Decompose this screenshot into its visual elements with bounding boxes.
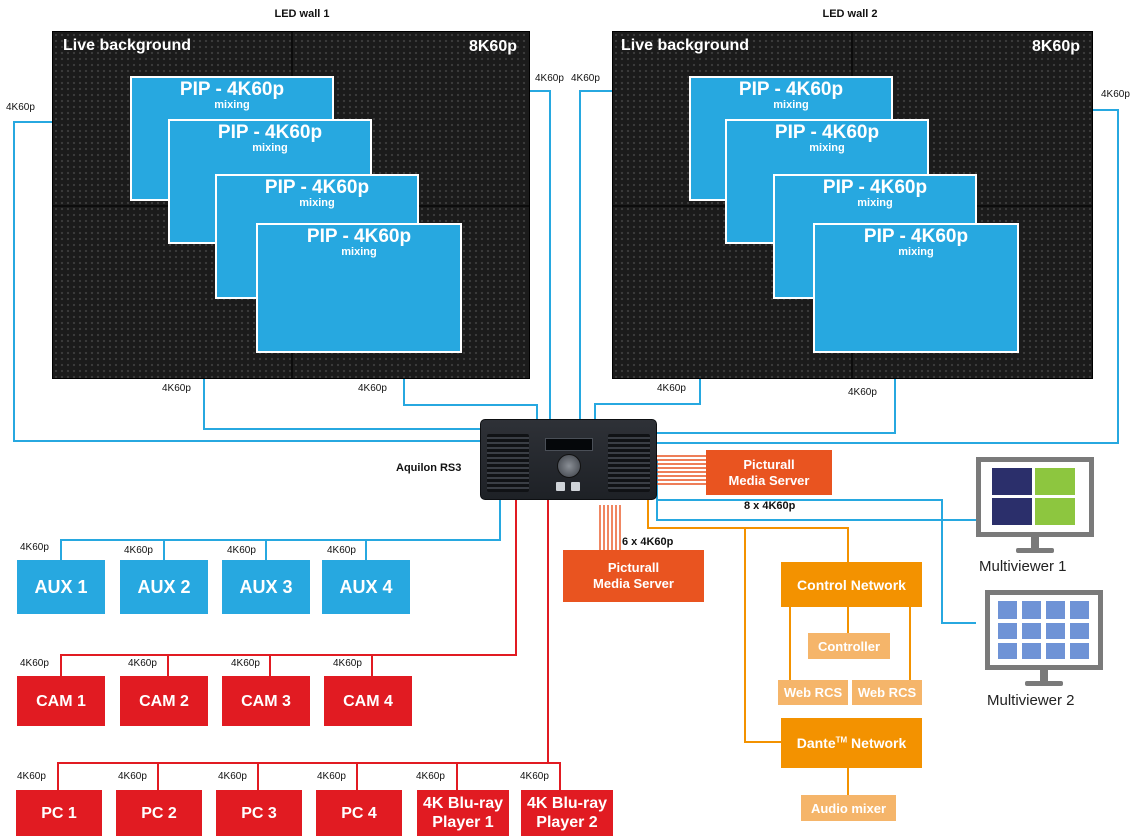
wall1-bottom-link-1 [203,379,480,430]
signal-label: 4K60p [162,383,191,394]
live-background-label: Live background [63,37,192,54]
network-links [647,500,911,795]
aux-links [60,500,501,560]
picturall-1-link-label: 8 x 4K60p [744,500,796,512]
wall1-bottom-link-2 [403,379,538,419]
aux-3-box: AUX 3 [222,560,310,614]
signal-label: 4K60p [416,771,445,782]
control-network-box: Control Network [781,562,922,607]
signal-label: 4K60p [657,383,686,394]
signal-label: 4K60p [128,658,157,669]
web-rcs-box: Web RCS [852,680,922,705]
signal-label: 4K60p [17,771,46,782]
signal-label: 4K60p [231,658,260,669]
pc-links [57,500,561,790]
signal-label: 4K60p [227,545,256,556]
audio-mixer-box: Audio mixer [801,795,896,821]
picturall-1-links [655,455,706,485]
camera-links [60,500,517,676]
signal-label: 4K60p [327,545,356,556]
signal-label: 4K60p [358,383,387,394]
aux-1-box: AUX 1 [17,560,105,614]
aquilon-rs3-device [480,419,657,500]
signal-label: 4K60p [6,102,35,113]
cam-3-box: CAM 3 [222,676,310,726]
signal-label: 4K60p [317,771,346,782]
multiviewer-1-label: Multiviewer 1 [979,558,1067,575]
cam-2-box: CAM 2 [120,676,208,726]
device-display [545,438,593,451]
wall2-right-link [657,109,1119,444]
signal-label: 4K60p [218,771,247,782]
web-rcs-box: Web RCS [778,680,848,705]
wall1-left-link [13,121,480,442]
pc-1-box: PC 1 [16,790,102,836]
wall1-right-link [530,90,551,419]
signal-label: 4K60p [333,658,362,669]
aux-4-box: AUX 4 [322,560,410,614]
pc-3-box: PC 3 [216,790,302,836]
wall2-bottom-link-2 [657,379,896,434]
device-label: Aquilon RS3 [396,462,462,474]
led-wall-1-title: LED wall 1 [274,8,330,20]
wall2-bottom-link-1 [594,379,701,419]
cam-1-box: CAM 1 [17,676,105,726]
pc-2-box: PC 2 [116,790,202,836]
signal-label: 4K60p [535,73,564,84]
live-background-label: Live background [621,37,750,54]
wall2-left-link [579,90,612,419]
aux-2-box: AUX 2 [120,560,208,614]
picturall-2-link-label: 6 x 4K60p [622,536,674,548]
led-wall-links [13,90,1119,444]
pc-4-box: PC 4 [316,790,402,836]
multiviewer-2-monitor [985,590,1103,690]
signal-label: 4K60p [118,771,147,782]
signal-label: 4K60p [20,542,49,553]
led-wall-2-title: LED wall 2 [822,8,878,20]
multiviewer-1-monitor [976,457,1094,557]
picturall-2-links [599,505,621,550]
signal-label: 4K60p [20,658,49,669]
signal-label: 4K60p [520,771,549,782]
signal-label: 4K60p [124,545,153,556]
signal-label: 4K60p [848,387,877,398]
signal-label: 4K60p [571,73,600,84]
device-knob [557,454,581,478]
multiviewer-2-label: Multiviewer 2 [987,692,1075,709]
dante-network-box: DanteTM Network [781,718,922,768]
signal-label: 4K60p [1101,89,1130,100]
wall-resolution-label: 8K60p [468,38,517,55]
wall-resolution-label: 8K60p [1031,38,1080,55]
cam-4-box: CAM 4 [324,676,412,726]
controller-box: Controller [808,633,890,659]
